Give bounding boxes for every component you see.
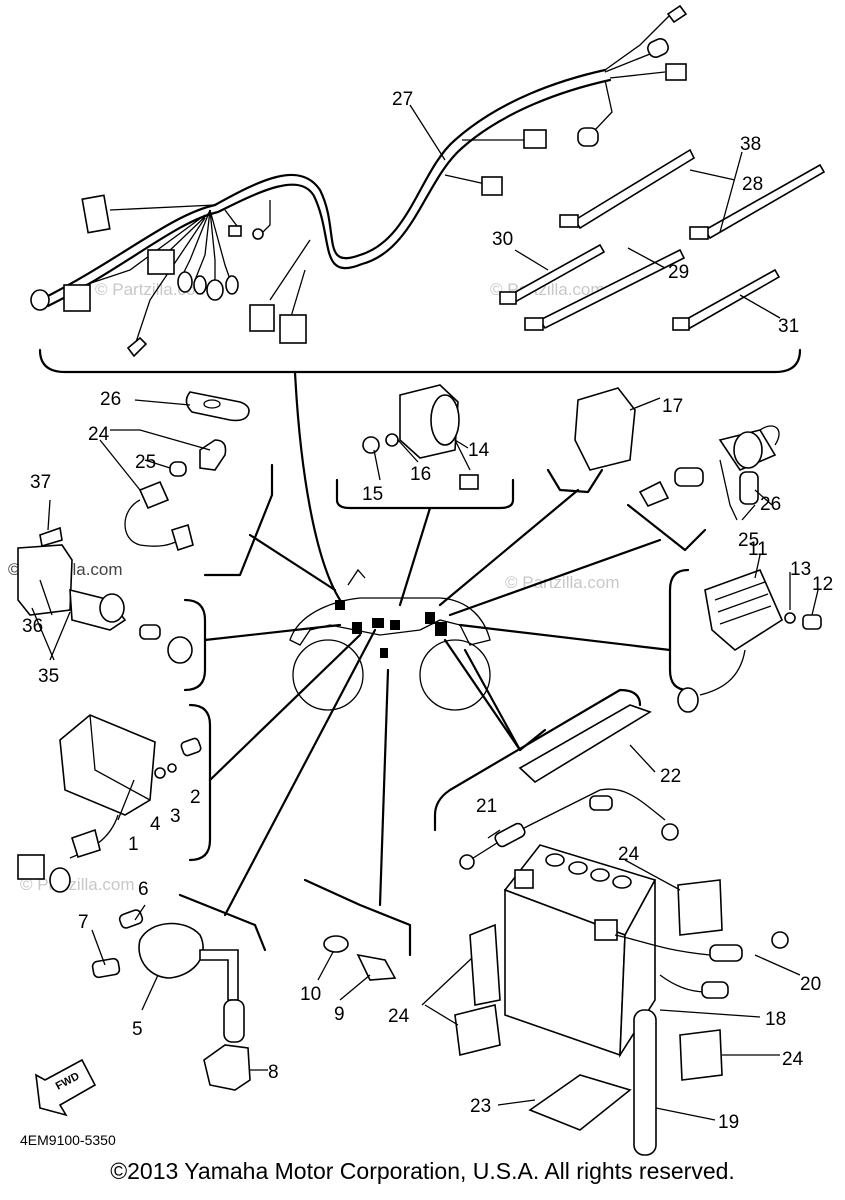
- cable-ties: [499, 148, 826, 331]
- callout-5: 5: [132, 1019, 143, 1040]
- callout-19: 19: [718, 1112, 739, 1133]
- drawing-code: 4EM9100-5350: [20, 1132, 116, 1148]
- callout-31: 28: [742, 174, 763, 195]
- callout-29: 26: [100, 389, 121, 410]
- callout-33: 30: [492, 229, 513, 250]
- callout-25-label: 25: [738, 530, 759, 551]
- vehicle-silhouette: [289, 568, 491, 711]
- callout-12: 12: [812, 574, 833, 595]
- callout-11: 11: [748, 539, 768, 560]
- callout-22: 22: [660, 766, 681, 787]
- callout-15: 15: [362, 484, 383, 505]
- callout-8: 8: [268, 1062, 279, 1083]
- copyright-notice: ©2013 Yamaha Motor Corporation, U.S.A. A…: [110, 1158, 735, 1184]
- callout-26-label: 26: [760, 494, 781, 515]
- callout-14: 14: [468, 440, 490, 461]
- callout-24a: 24: [618, 844, 640, 865]
- callout-4: 4: [150, 814, 161, 835]
- callout-leaders: [31, 104, 819, 1121]
- callout-17: 17: [662, 396, 683, 417]
- callout-35: 35: [38, 666, 59, 687]
- callout-30: 27: [392, 89, 413, 110]
- callout-18: 18: [765, 1009, 786, 1030]
- callout-numbers: 27 38 28 30 29 31 26 24 25 37 36 35 4 3 …: [20, 89, 833, 1148]
- callout-13: 13: [790, 559, 811, 580]
- callout-32: 29: [668, 262, 689, 283]
- callout-7: 7: [78, 912, 89, 933]
- callout-38: 38: [740, 134, 761, 155]
- callout-34: 31: [778, 316, 799, 337]
- watermark: © Partzilla.com: [505, 573, 620, 592]
- callout-20: 20: [800, 974, 821, 995]
- callout-27: 24: [88, 424, 110, 445]
- callout-36: 36: [22, 616, 43, 637]
- callout-3: 3: [170, 806, 181, 827]
- callout-9: 9: [334, 1004, 345, 1025]
- callout-28: 25: [135, 452, 156, 473]
- callout-24c: 24: [782, 1049, 804, 1070]
- callout-24b: 24: [388, 1006, 410, 1027]
- callout-16: 16: [410, 464, 431, 485]
- parts: FWD: [17, 384, 822, 1156]
- watermark: © Partzilla.com: [20, 875, 135, 894]
- callout-10: 10: [300, 984, 321, 1005]
- callout-21: 21: [476, 796, 497, 817]
- callout-37: 37: [30, 472, 51, 493]
- fwd-arrow-icon: [35, 1058, 97, 1117]
- callout-1: 1: [128, 834, 139, 855]
- callout-6: 6: [138, 879, 149, 900]
- callout-23: 23: [470, 1096, 491, 1117]
- callout-2: 2: [190, 787, 201, 808]
- wire-harness: [30, 4, 688, 358]
